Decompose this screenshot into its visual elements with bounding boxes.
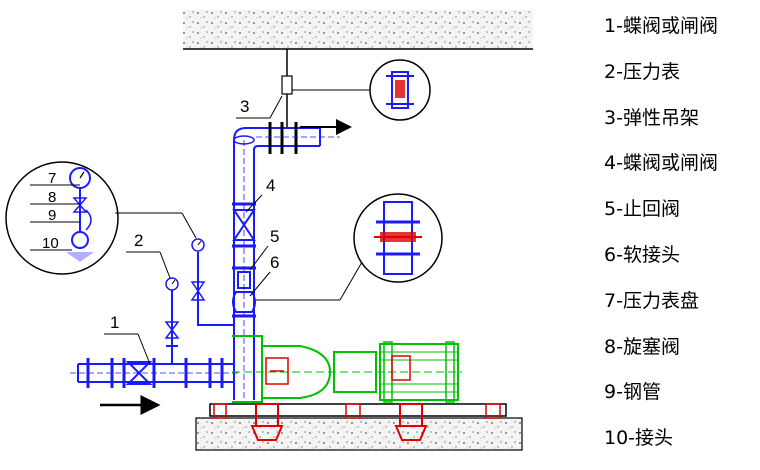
- legend-item: 2-压力表: [604, 60, 680, 83]
- callout-1: 1: [110, 313, 119, 332]
- spring-hanger: [281, 49, 372, 128]
- legend-item: 10-接头: [604, 427, 674, 450]
- ceiling-slab: [183, 10, 533, 50]
- legend-item: 5-止回阀: [604, 198, 680, 221]
- gauge-detail-callout: [5, 161, 197, 275]
- callout-5: 5: [270, 227, 279, 246]
- detail-callout-7: 7: [48, 170, 56, 187]
- callout-leaders: [104, 95, 283, 365]
- legend-list: 1-蝶阀或闸阀 2-压力表 3-弹性吊架 4-蝶阀或闸阀 5-止回阀 6-软接头…: [604, 12, 760, 470]
- callout-4: 4: [266, 176, 275, 195]
- legend-item: 7-压力表盘: [604, 289, 699, 312]
- legend-item: 4-蝶阀或闸阀: [604, 152, 718, 175]
- legend-item: 6-软接头: [604, 243, 680, 266]
- pump-base-foundation: [195, 403, 523, 451]
- callout-3: 3: [240, 97, 249, 116]
- legend-item: 3-弹性吊架: [604, 106, 699, 129]
- suction-gauge-branch: [164, 277, 180, 364]
- flexible-joint-6: [232, 291, 256, 318]
- pump-motor-unit: [232, 335, 462, 403]
- callout-6: 6: [270, 253, 279, 272]
- legend-item: 1-蝶阀或闸阀: [604, 15, 718, 37]
- detail-callout-10: 10: [42, 235, 59, 252]
- hanger-detail-callout: [369, 59, 431, 121]
- check-valve-detail-callout: [256, 193, 443, 301]
- detail-callout-8: 8: [48, 189, 56, 206]
- butterfly-valve-4: [232, 202, 256, 248]
- callout-2: 2: [134, 231, 143, 250]
- pump-installation-diagram: 1 2 3 4 5 6 7 8 9 10: [5, 10, 533, 451]
- legend-item: 8-旋塞阀: [604, 335, 680, 358]
- discharge-pipe: [233, 119, 352, 400]
- detail-callout-9: 9: [48, 207, 56, 224]
- riser-gauge-branch: [190, 238, 234, 326]
- suction-pipe: [70, 358, 240, 415]
- legend-item: 9-钢管: [604, 381, 661, 404]
